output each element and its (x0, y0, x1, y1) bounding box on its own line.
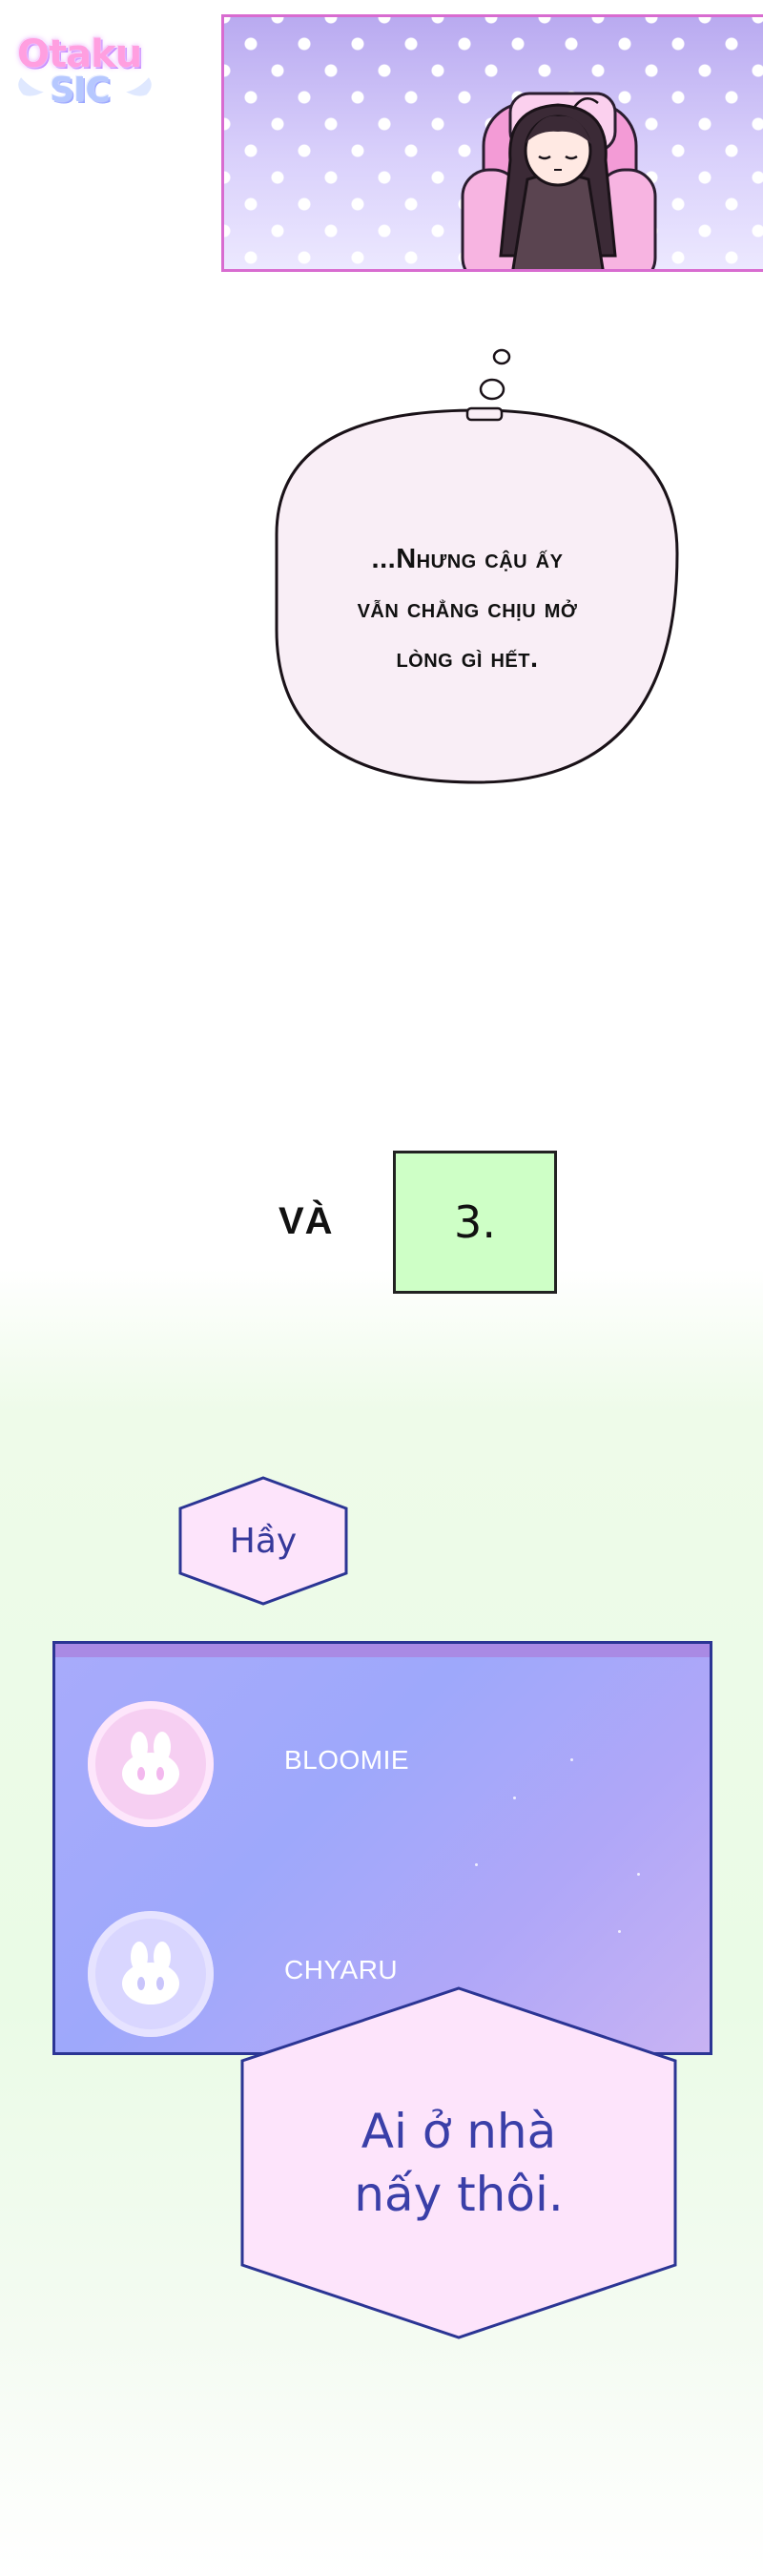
sparkle-decoration (618, 1930, 621, 1933)
chat-top-bar (55, 1644, 710, 1657)
girl-in-chair-illustration (461, 92, 657, 269)
speech-hexagon-large (240, 1986, 677, 2339)
chat-user-name: CHYARU (284, 1955, 399, 1984)
conjunction-text: VÀ (278, 1200, 334, 1242)
speech-hexagon-large-text: Ai ở nhà nấy thôi. (237, 1984, 681, 2341)
bunny-icon (122, 1732, 179, 1795)
chat-panel: BLOOMIE CHYARU (52, 1641, 712, 2055)
chat-user-name: BLOOMIE (284, 1745, 410, 1775)
thought-line: ...Nhưng cậu ấy (371, 544, 564, 574)
chapter-number-box: 3. (393, 1151, 557, 1294)
sparkle-decoration (475, 1863, 478, 1866)
speech-hexagon-small-text: Hầy (229, 1521, 298, 1561)
site-logo: Otaku SIC (13, 29, 156, 124)
sparkle-decoration (637, 1873, 640, 1876)
thought-line: lòng gì hết. (396, 643, 539, 674)
speech-hexagon-small (178, 1476, 348, 1606)
logo-text-bottom: SIC (50, 71, 111, 110)
avatar-chyaru[interactable] (88, 1911, 214, 2037)
bunny-icon (122, 1942, 179, 2005)
thought-bubble (275, 348, 679, 784)
chapter-number: 3. (454, 1196, 496, 1248)
comic-panel-top (221, 14, 763, 272)
wing-icon (16, 74, 154, 98)
sparkle-decoration (570, 1758, 573, 1761)
sparkle-decoration (513, 1797, 516, 1799)
hexagon-line: Ai ở nhà (361, 2104, 557, 2159)
hexagon-line: nấy thôi. (354, 2167, 564, 2222)
avatar-bloomie[interactable] (88, 1701, 214, 1827)
logo-text-top: Otaku (17, 32, 142, 76)
thought-line: vẫn chẳng chịu mở (357, 593, 578, 624)
thought-bubble-text: ...Nhưng cậu ấy vẫn chẳng chịu mở lòng g… (277, 534, 658, 683)
